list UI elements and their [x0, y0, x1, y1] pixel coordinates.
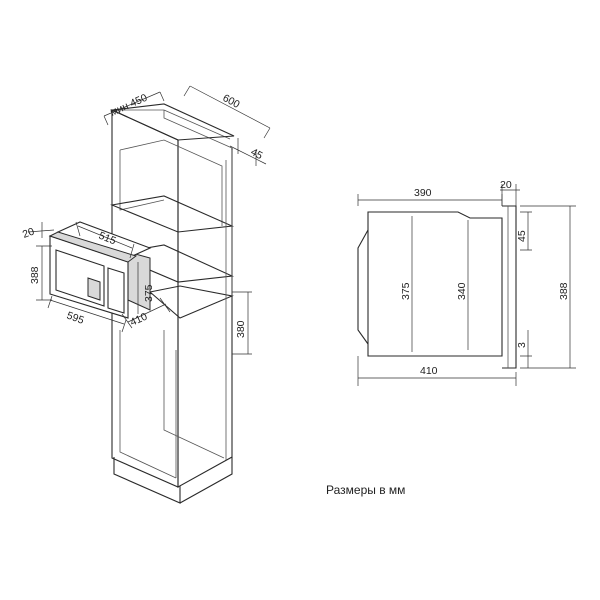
dim-side-top-offset: 45 — [516, 230, 528, 242]
dim-shelf-thickness: 45 — [249, 146, 265, 162]
side-view-labels: 390 20 375 340 45 388 3 410 — [400, 179, 570, 377]
dim-side-body-height: 375 — [400, 282, 412, 300]
dim-side-bottom-offset: 3 — [516, 342, 528, 348]
side-view-body — [367, 211, 503, 357]
microwave-frame-shadow — [48, 231, 138, 263]
side-view-drawing — [357, 205, 517, 369]
microwave-door-window — [55, 249, 105, 307]
dim-side-depth-top: 390 — [414, 187, 432, 199]
cabinet-back-edge — [112, 109, 233, 149]
cabinet-labels: мин 450 600 45 380 20 515 388 375 595 41… — [21, 92, 265, 338]
side-view-dimension-lines — [357, 184, 576, 386]
dim-oven-width: 595 — [65, 310, 86, 327]
cabinet-niche-shelf — [148, 285, 234, 319]
cabinet-lower-inner — [119, 330, 225, 479]
dim-oven-inner-height: 375 — [143, 284, 155, 302]
dim-depth-min: мин 450 — [108, 92, 149, 119]
cabinet-shelf-1 — [110, 195, 235, 233]
cabinet-inner-upper — [119, 139, 223, 226]
microwave-display — [87, 277, 101, 301]
side-view-frame — [502, 205, 517, 369]
side-view-front-bulge — [357, 229, 369, 345]
dim-oven-height: 388 — [29, 266, 41, 284]
dim-side-frame-depth: 20 — [500, 179, 512, 191]
dim-side-total-height: 388 — [558, 282, 570, 300]
cabinet-top — [109, 103, 235, 141]
dim-side-depth-bottom: 410 — [420, 365, 438, 377]
cabinet-right-side — [177, 140, 233, 488]
units-note: Размеры в мм — [326, 483, 405, 497]
microwave-control-panel — [107, 267, 125, 314]
microwave-front-view — [48, 221, 152, 319]
dim-cabinet-width: 600 — [221, 92, 242, 111]
dim-side-inner-height: 340 — [456, 282, 468, 300]
dim-niche-height: 380 — [235, 320, 247, 338]
dim-oven-front-depth: 20 — [21, 225, 36, 240]
cabinet-dimension-lines — [27, 85, 271, 355]
cabinet-plinth — [113, 457, 233, 504]
cabinet-drawing — [109, 103, 235, 504]
cabinet-right-edge — [225, 150, 233, 460]
